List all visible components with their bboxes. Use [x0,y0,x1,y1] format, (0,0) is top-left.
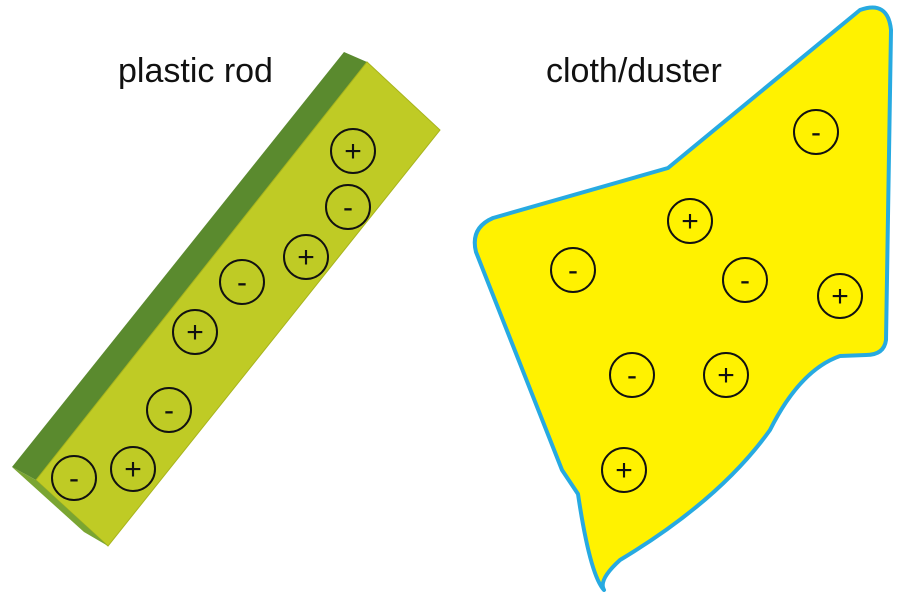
charge-sign: + [615,454,633,487]
charge-sign: - [811,116,821,149]
charge-sign: + [297,241,315,274]
charge-sign: + [186,316,204,349]
charge-sign: - [740,264,750,297]
charge-sign: + [344,135,362,168]
charge-sign: + [124,453,142,486]
charge-sign: - [343,191,353,224]
cloth-duster [475,8,891,591]
charge-sign: + [831,280,849,313]
charge-sign: + [717,359,735,392]
charge-sign: - [69,462,79,495]
charge-sign: - [164,394,174,427]
charge-sign: + [681,205,699,238]
charge-sign: - [237,266,247,299]
charge-sign: - [568,254,578,287]
charge-sign: - [627,359,637,392]
